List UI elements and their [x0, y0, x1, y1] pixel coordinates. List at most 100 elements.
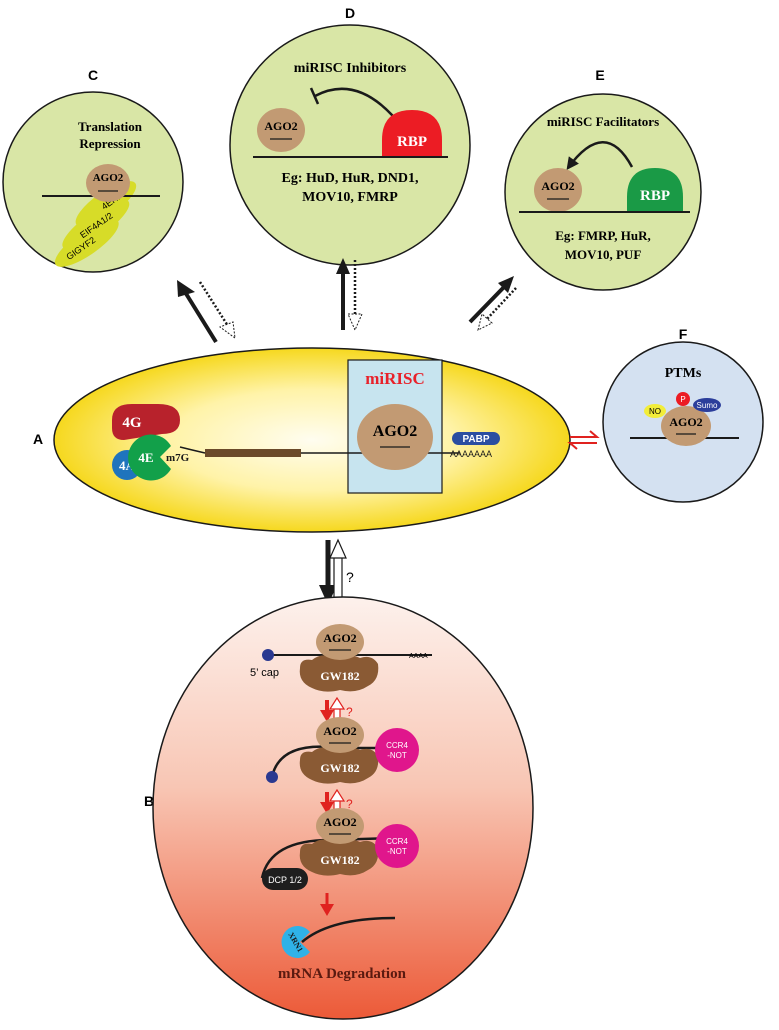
panel-d-examples-line1: Eg: HuD, HuR, DND1, — [282, 171, 419, 186]
arrow-a-to-d-head — [336, 258, 350, 274]
panel-d-rbp-label: RBP — [397, 134, 427, 150]
panel-c-ago2-label: AGO2 — [93, 172, 124, 184]
panel-d-ago2-label: AGO2 — [264, 119, 297, 133]
no-modification-shape — [644, 404, 666, 418]
panel-label-c: C — [88, 67, 98, 83]
stage3-gw182-label: GW182 — [320, 853, 359, 867]
panel-a-ago2-label: AGO2 — [373, 423, 417, 440]
pabp-label: PABP — [462, 434, 489, 445]
arrow-a-to-c-head — [177, 280, 195, 297]
panel-a: A miRISC AGO2 4G 4A 4E m7G PABP AAAAAAA — [33, 347, 571, 533]
phosphorylation-shape — [676, 392, 690, 406]
stage2-cap — [266, 771, 278, 783]
xrn1-shape — [281, 926, 310, 958]
eif4e-shape — [128, 434, 171, 481]
stage1-ago2-label: AGO2 — [323, 631, 356, 645]
eq-arrow-reverse — [567, 442, 597, 450]
arrow-c-to-a — [198, 281, 230, 327]
stage3-ccr4-not-shape — [375, 824, 419, 868]
panel-d: D miRISC Inhibitors AGO2 RBP Eg: HuD, Hu… — [229, 5, 471, 266]
stage1-polya: AAAA — [409, 653, 428, 660]
arrow-e-to-a-head — [477, 313, 493, 331]
coding-region — [205, 449, 301, 457]
pabp-shape — [452, 432, 500, 445]
degradation-stage-3: GW182 AGO2 CCR4 -NOT DCP 1/2 — [260, 808, 419, 890]
stage1-cap-label: 5’ cap — [250, 667, 279, 679]
panel-e: E miRISC Facilitators AGO2 RBP Eg: FMRP,… — [504, 67, 702, 291]
stage2-ago2-label: AGO2 — [323, 724, 356, 738]
stage3-ccr4-line2: -NOT — [387, 847, 407, 856]
panel-e-rbp-shape — [627, 168, 683, 211]
stage2-gw182-label: GW182 — [320, 761, 359, 775]
stage3-ago2-shape — [316, 808, 364, 844]
degradation-stage-4: XRN1 — [281, 916, 396, 958]
arrow-e-to-a — [485, 287, 517, 321]
stage2-ccr4-line1: CCR4 — [386, 741, 408, 750]
stage-arrow-1-question: ? — [346, 705, 353, 719]
arrow-a-to-b-head — [319, 585, 337, 605]
polya-tail: AAAAAAA — [450, 449, 492, 459]
panel-e-examples-line2: MOV10, PUF — [565, 247, 642, 262]
stage1-ago2-shape — [316, 624, 364, 660]
panel-b: B 5’ cap AAAA GW182 AGO2 ? GW182 — [144, 596, 534, 1020]
stage-arrow-3-head — [320, 904, 334, 916]
equilibrium-arrows — [567, 430, 600, 450]
stage3-ago2-label: AGO2 — [323, 815, 356, 829]
arrow-a-b-question: ? — [346, 569, 354, 585]
no-modification-label: NO — [649, 407, 661, 416]
arrow-pair-a-d — [336, 258, 363, 332]
panel-e-circle — [504, 93, 702, 291]
panel-c-title-line2: Repression — [79, 136, 141, 151]
stage-arrow-2-forward-head — [320, 802, 334, 814]
facilitation-arrow — [566, 141, 634, 171]
panel-f: F PTMs AGO2 NO P Sumo — [602, 326, 764, 503]
stage2-ccr4-line2: -NOT — [387, 751, 407, 760]
eq-arrow-forward — [570, 430, 600, 438]
stage1-gw182-label: GW182 — [320, 669, 359, 683]
panel-f-ago2-shape — [661, 406, 711, 446]
cap-connector — [179, 446, 206, 454]
panel-c: C Translation Repression GIGYF2 EIF4A1/2… — [2, 67, 184, 273]
arrow-a-to-e-head — [498, 276, 514, 293]
panel-e-title: miRISC Facilitators — [547, 114, 659, 129]
panel-e-ago2-shape — [534, 168, 582, 212]
arrow-c-to-a-head — [218, 321, 236, 340]
panel-label-f: F — [679, 326, 688, 342]
sumo-modification-shape — [693, 398, 721, 412]
stage-arrow-2-question: ? — [346, 797, 353, 811]
stage-arrow-2-reverse-head — [328, 788, 346, 802]
stage3-gw182-shape — [299, 839, 379, 876]
eif4e-label: 4E — [138, 450, 153, 465]
inhibition-bar — [309, 87, 320, 105]
stage4-mrna-line — [301, 916, 396, 943]
panel-b-title: mRNA Degradation — [278, 966, 407, 982]
panel-d-circle — [229, 24, 471, 266]
arrow-d-to-a-head — [347, 313, 363, 332]
stage1-cap — [262, 649, 274, 661]
cap-label: m7G — [166, 452, 190, 464]
panel-c-title-line1: Translation — [78, 119, 143, 134]
panel-label-a: A — [33, 431, 43, 447]
eif4g-shape — [112, 404, 180, 440]
phosphorylation-label: P — [680, 395, 685, 404]
stage3-ccr4-line1: CCR4 — [386, 837, 408, 846]
stage-arrow-1-reverse-head — [328, 696, 346, 710]
stage2-gw182-shape — [299, 747, 379, 784]
panel-a-ago2-shape — [357, 404, 433, 470]
stage1-gw182-shape — [299, 655, 379, 692]
panel-label-b: B — [144, 793, 154, 809]
arrow-a-to-e — [468, 284, 507, 324]
stage-arrow-3 — [320, 893, 334, 916]
degradation-stage-1: 5’ cap AAAA GW182 AGO2 — [250, 624, 432, 692]
arrow-pair-a-e — [468, 276, 517, 331]
panel-d-title: miRISC Inhibitors — [294, 61, 407, 76]
panel-d-rbp-shape — [382, 110, 442, 156]
panel-label-e: E — [595, 67, 604, 83]
stage2-ccr4-not-shape — [375, 728, 419, 772]
stage2-ago2-shape — [316, 717, 364, 753]
dcp-shape — [262, 868, 308, 890]
panel-f-ago2-label: AGO2 — [669, 415, 702, 429]
panel-f-title: PTMs — [665, 366, 702, 381]
